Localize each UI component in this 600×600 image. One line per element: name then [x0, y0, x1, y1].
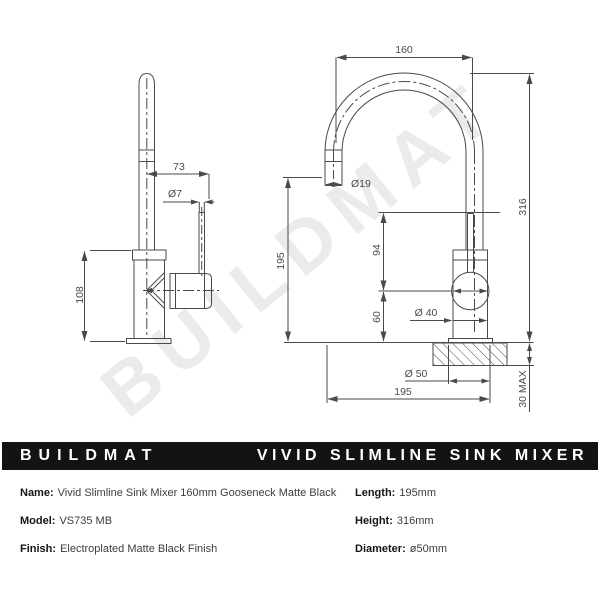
gooseneck-outer-arc [324, 72, 484, 153]
spec-name-value: Vivid Slimline Sink Mixer 160mm Goosenec… [57, 487, 337, 499]
brand-logo-text: BUILDMAT [20, 447, 159, 464]
dim-ext-o7 [198, 202, 205, 212]
dim-side-reach-label: 73 [173, 161, 185, 173]
spec-model-row: Model:VS735 MB [20, 515, 112, 527]
handle-lever [198, 212, 205, 274]
front-base-flange [448, 338, 493, 343]
spec-diameter-label: Diameter: [355, 543, 406, 555]
spec-height-row: Height:316mm [355, 515, 434, 527]
dim-ext-94-60 [378, 212, 500, 292]
dim-side-height-label: 108 [74, 286, 86, 304]
dim-front-bench-label: 30 MAX [517, 370, 529, 407]
dim-ext-108 [90, 250, 131, 342]
technical-drawing: 73 Ø7 108 [74, 44, 534, 412]
dim-front-total-height-label: 316 [517, 198, 529, 216]
riser-tube [465, 152, 484, 250]
spec-length-value: 195mm [399, 487, 437, 499]
front-body [452, 249, 488, 339]
dim-front-upper-label: 94 [371, 244, 383, 256]
spout-band-lines [139, 149, 155, 162]
tube-centerline-arc [333, 81, 475, 153]
dim-front-spout-label: Ø19 [351, 178, 371, 190]
product-title: VIVID SLIMLINE SINK MIXER [256, 447, 588, 464]
dim-side-lever-label: Ø7 [168, 188, 182, 200]
spec-finish-row: Finish:Electroplated Matte Black Finish [20, 543, 217, 555]
spec-model-value: VS735 MB [59, 515, 113, 527]
spec-name-label: Name: [20, 487, 54, 499]
spec-model-label: Model: [20, 515, 56, 527]
side-view [81, 72, 219, 344]
base-flange [126, 338, 172, 344]
spec-height-value: 316mm [396, 515, 434, 527]
dim-front-length-label: 195 [394, 386, 412, 398]
spec-name-row: Name:Vivid Slimline Sink Mixer 160mm Goo… [20, 487, 336, 499]
gooseneck-inner-arc [341, 89, 467, 153]
spec-diameter-row: Diameter:ø50mm [355, 543, 447, 555]
front-view [283, 54, 534, 412]
dim-front-lower-label: 60 [371, 311, 383, 323]
spec-height-label: Height: [355, 515, 393, 527]
spec-length-label: Length: [355, 487, 396, 499]
handle-housing [169, 273, 212, 309]
cartridge-pin [467, 213, 474, 272]
spec-finish-value: Electroplated Matte Black Finish [60, 543, 218, 555]
cone-tip [145, 287, 152, 294]
dim-front-base-label: Ø 50 [405, 368, 428, 380]
spec-length-row: Length:195mm [355, 487, 436, 499]
dim-front-body-label: Ø 40 [415, 307, 438, 319]
dim-front-outlet-height-label: 195 [275, 252, 287, 270]
spec-finish-label: Finish: [20, 543, 57, 555]
body-collar [132, 249, 167, 261]
dim-ext-160 [335, 57, 473, 143]
title-banner: BUILDMAT VIVID SLIMLINE SINK MIXER [2, 442, 598, 470]
outlet-band-lines [325, 149, 342, 162]
spout-outline [138, 72, 155, 250]
bench-section [432, 342, 508, 366]
spec-diameter-value: ø50mm [409, 543, 448, 555]
dim-ext-o50 [448, 345, 491, 403]
housing-detail-lines [175, 273, 205, 309]
dim-front-reach-label: 160 [395, 44, 413, 56]
